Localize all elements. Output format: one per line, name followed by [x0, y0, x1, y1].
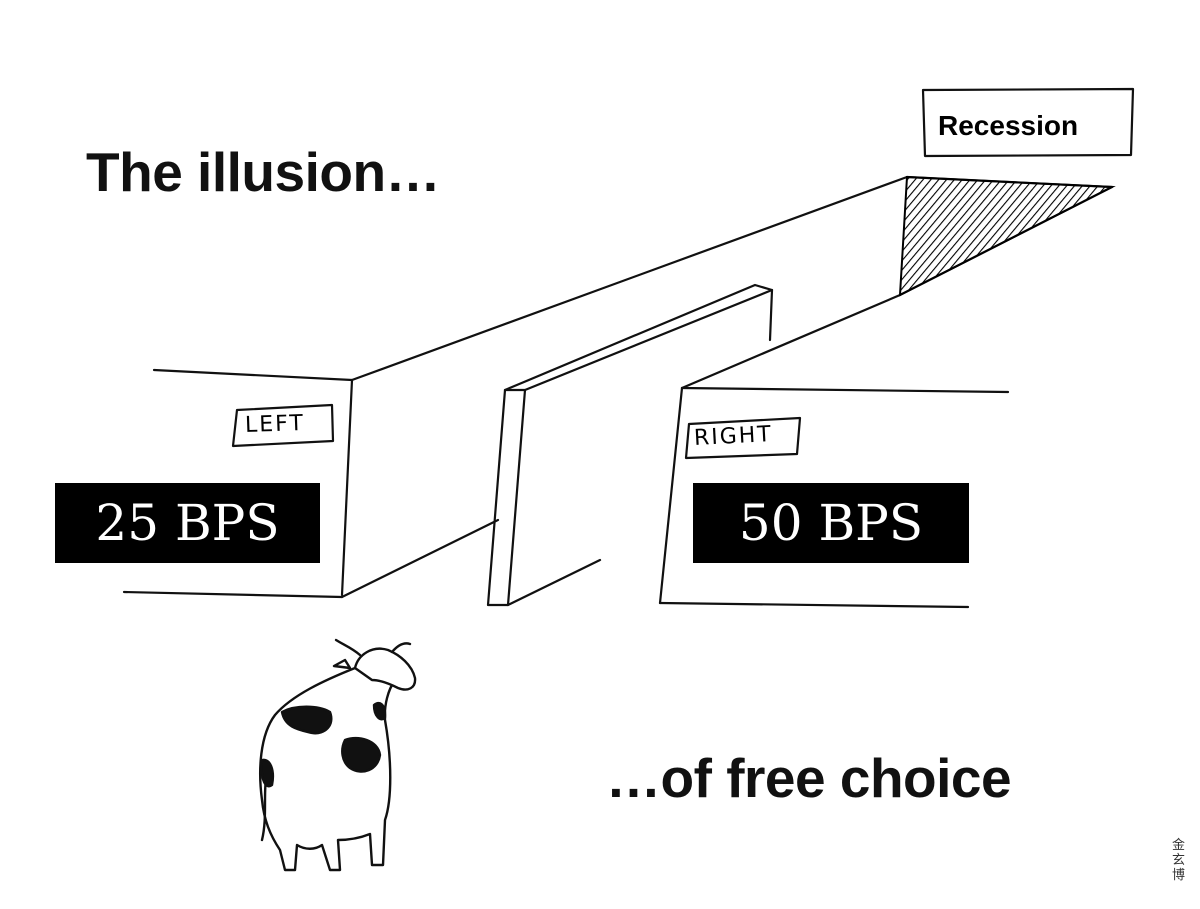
right-wall-back-edge: [680, 293, 902, 390]
cow-figure: [259, 638, 417, 872]
left-wall-corner: [340, 378, 354, 597]
right-wall-corner: [658, 386, 684, 605]
cow-spot-2: [341, 736, 382, 773]
right-wall-top-edge: [680, 386, 1010, 394]
recession-pit: [898, 175, 1116, 297]
right-option-label: 50 BPS: [693, 483, 969, 563]
left-wall-back-edge: [350, 175, 909, 382]
recession-sign-label: Recession: [938, 110, 1079, 141]
left-option-label: 25 BPS: [55, 483, 320, 563]
left-wall-bottom-edge: [122, 590, 344, 599]
cow-spot-4: [372, 701, 387, 721]
left-sign-label: LEFT: [244, 410, 306, 439]
cow-spot-1: [280, 705, 333, 735]
right-sign-border: [684, 416, 802, 460]
recession-sign-border: [921, 87, 1135, 158]
cow-body: [259, 666, 397, 872]
artist-signature: 金玄博: [1172, 838, 1186, 883]
right-wall-bottom-edge: [658, 601, 970, 609]
title-bottom: …of free choice: [606, 747, 1012, 809]
middle-slab-bottom: [506, 558, 602, 607]
left-wall-face-bottom: [340, 518, 500, 599]
left-sign-border: [231, 403, 335, 448]
title-top: The illusion…: [86, 141, 441, 203]
middle-slab-side: [768, 288, 774, 342]
middle-slab-front: [486, 388, 527, 607]
right-sign-label: RIGHT: [693, 421, 774, 452]
middle-slab-top: [503, 283, 774, 392]
left-wall-top-edge: [152, 368, 354, 382]
cow-ear: [332, 658, 352, 670]
cow-horn-left: [334, 638, 362, 657]
cow-head: [353, 647, 417, 691]
cow-horn-right: [390, 642, 412, 654]
cow-spot-3: [260, 758, 275, 788]
